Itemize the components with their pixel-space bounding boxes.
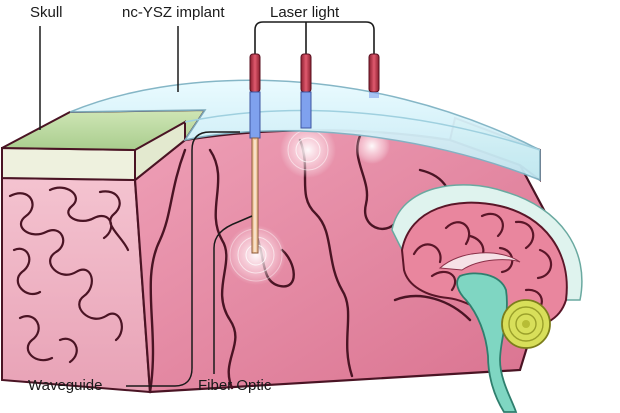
implant-label: nc-YSZ implant bbox=[122, 4, 225, 21]
fiber-optic bbox=[249, 91, 261, 254]
front-sulci bbox=[148, 134, 472, 394]
sagittal-brain bbox=[391, 184, 583, 413]
implant-rim bbox=[184, 109, 541, 151]
skull-label: Skull bbox=[30, 4, 63, 21]
cerebrum bbox=[400, 201, 568, 328]
fiber-optic-label: Fiber Optic bbox=[198, 377, 272, 394]
laser-light-label: Laser light bbox=[270, 4, 340, 21]
brain-side-face bbox=[0, 176, 152, 394]
callout-lines bbox=[39, 26, 253, 387]
fiber-leader bbox=[213, 215, 253, 374]
waveguide bbox=[300, 91, 379, 129]
waveguide-leader bbox=[126, 131, 240, 387]
corpus-callosum bbox=[438, 252, 521, 271]
cerebellum bbox=[501, 299, 551, 349]
laser-wires bbox=[254, 21, 375, 58]
waveguide-label: Waveguide bbox=[28, 377, 103, 394]
brainstem bbox=[456, 272, 518, 413]
side-gyri bbox=[8, 186, 130, 364]
skull-side bbox=[1, 146, 136, 182]
